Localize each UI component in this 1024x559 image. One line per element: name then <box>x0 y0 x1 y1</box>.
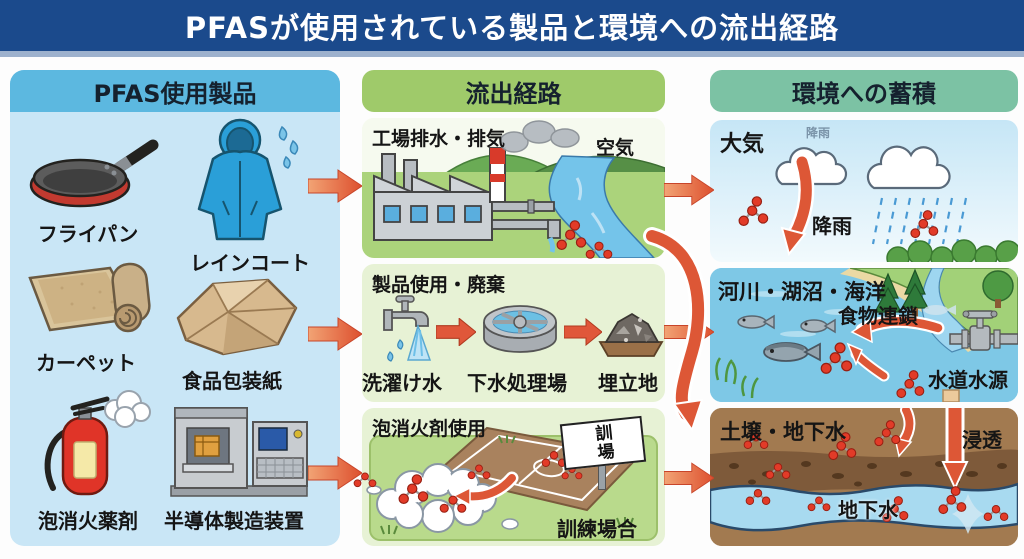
flow-arrow-factory-atmosphere <box>664 174 714 206</box>
rainfall-label: 降雨 <box>812 214 852 238</box>
atmosphere-title: 大気 <box>720 132 765 157</box>
pathways-header-label: 流出経路 <box>465 79 562 108</box>
air-label: 空気 <box>596 137 635 159</box>
cloud-rain-note: 降雨 <box>806 126 831 140</box>
soil-scene <box>710 408 1018 546</box>
step-arrow-1 <box>436 318 476 346</box>
foam-section-title: 泡消火剤使用 <box>372 418 487 440</box>
raincoat-icon <box>197 118 299 241</box>
faucet-icon <box>383 295 432 362</box>
pfas-molecule-cluster <box>585 241 613 260</box>
training-sign: 訓場 <box>559 415 647 471</box>
food-wrapping-paper-icon <box>176 278 298 356</box>
accumulation-header-label: 環境への蓄積 <box>792 79 936 108</box>
products-panel-header: PFAS使用製品 <box>10 70 340 112</box>
pfas-molecule-cluster <box>397 474 429 505</box>
pfas-molecule-cluster <box>467 464 491 480</box>
pathways-panel-header: 流出経路 <box>362 70 665 112</box>
groundwater-label: 地下水 <box>838 498 898 522</box>
carpet-label: カーペット <box>36 351 136 375</box>
frying-pan-icon <box>29 139 159 208</box>
factory-scene <box>362 118 665 258</box>
pfas-molecule-cluster <box>807 496 831 512</box>
training-ground-label: 訓練場合 <box>557 517 637 541</box>
atmosphere-scene <box>775 145 1018 262</box>
semiconductor-equipment-label: 半導体製造装置 <box>164 509 304 533</box>
pfas-molecule-cluster <box>555 220 587 251</box>
sewage-treatment-icon <box>483 305 557 353</box>
atmosphere-section <box>710 120 1018 262</box>
seepage-label: 浸透 <box>962 428 1002 452</box>
pfas-molecule-cluster <box>353 472 377 488</box>
soil-groundwater-section <box>710 408 1018 546</box>
flow-arrow-products-use <box>308 317 362 351</box>
semiconductor-equipment-icon <box>170 407 308 497</box>
pfas-molecule-cluster <box>439 495 467 514</box>
raincoat-label: レインコート <box>190 251 310 275</box>
page-title: PFASが使用されている製品と環境への流出経路 <box>184 10 840 45</box>
landfill-icon <box>598 312 664 357</box>
surface-water-section <box>710 268 1018 402</box>
surface-water-title: 河川・湖沼・海洋 <box>718 280 886 304</box>
food-chain-label: 食物連鎖 <box>838 304 918 328</box>
sewage-plant-label: 下水処理場 <box>467 371 567 395</box>
step-arrow-2 <box>564 318 602 346</box>
pfas-molecule-cluster <box>765 462 791 480</box>
pfas-molecule-cluster <box>737 196 769 227</box>
title-bar: PFASが使用されている製品と環境への流出経路 <box>0 0 1024 51</box>
pfas-molecule-cluster <box>983 504 1009 522</box>
training-sign-label: 訓場 <box>590 423 615 463</box>
landfill-label: 埋立地 <box>598 371 658 395</box>
pfas-molecule-cluster <box>937 486 967 515</box>
surface-water-scene <box>710 268 1018 402</box>
flow-arrow-foam-soil <box>664 462 714 494</box>
pfas-molecule-cluster <box>909 210 939 239</box>
products-header-label: PFAS使用製品 <box>93 79 257 108</box>
fire-extinguisher-label: 泡消火薬剤 <box>38 509 138 533</box>
pfas-molecule-cluster <box>873 420 901 447</box>
product-section-title: 製品使用・廃棄 <box>372 274 506 296</box>
frying-pan-label: フライパン <box>37 222 139 246</box>
foam-use-section <box>362 408 665 546</box>
soil-title: 土壌・地下水 <box>720 420 846 444</box>
flow-arrow-products-factory <box>308 169 362 203</box>
pfas-molecule-cluster <box>745 488 771 506</box>
title-underline <box>0 51 1024 57</box>
accumulation-panel-header: 環境への蓄積 <box>710 70 1018 112</box>
factory-discharge-section <box>362 118 665 258</box>
flow-arrow-factory-soil-curved <box>643 227 708 433</box>
pfas-molecule-cluster <box>820 342 853 375</box>
flow-arrow-products-foam <box>308 456 362 490</box>
factory-section-title: 工場排水・排気 <box>372 128 506 150</box>
fire-extinguisher-icon <box>44 390 151 496</box>
pfas-molecule-cluster <box>895 370 925 399</box>
carpet-icon <box>28 262 151 333</box>
laundry-water-label: 洗濯け水 <box>362 371 442 395</box>
food-wrapping-paper-label: 食品包装紙 <box>182 369 282 393</box>
water-source-label: 水道水源 <box>928 368 1008 392</box>
